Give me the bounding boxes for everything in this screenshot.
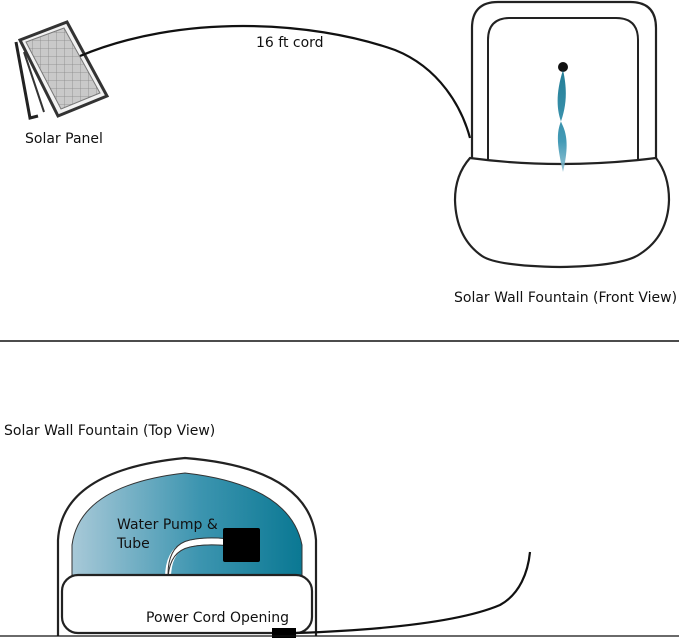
panel-stand (14, 41, 39, 120)
panel-cells (25, 27, 101, 110)
top-view-label: Solar Wall Fountain (Top View) (4, 423, 215, 439)
water-pump (223, 528, 260, 562)
cord-line (79, 24, 472, 139)
cord-opening-label: Power Cord Opening (146, 610, 289, 626)
solar-panel (14, 20, 110, 120)
water-stream (557, 70, 567, 172)
power-cord (295, 551, 532, 635)
power-cord-opening (272, 628, 296, 638)
pump-tube (165, 538, 226, 579)
solar-panel-label: Solar Panel (25, 131, 103, 147)
back-wall-inner (487, 17, 639, 164)
pump-label-line1: Water Pump & (117, 517, 218, 533)
basin (453, 156, 671, 269)
cord-label: 16 ft cord (256, 35, 324, 51)
nozzle (558, 62, 568, 72)
pump-label-line2: Tube (116, 536, 150, 552)
front-ledge (60, 573, 314, 635)
front-view-label: Solar Wall Fountain (Front View) (454, 290, 677, 306)
back-wall-outer (470, 0, 658, 160)
fountain-top-view (56, 456, 318, 638)
fountain-front-view (453, 0, 671, 269)
